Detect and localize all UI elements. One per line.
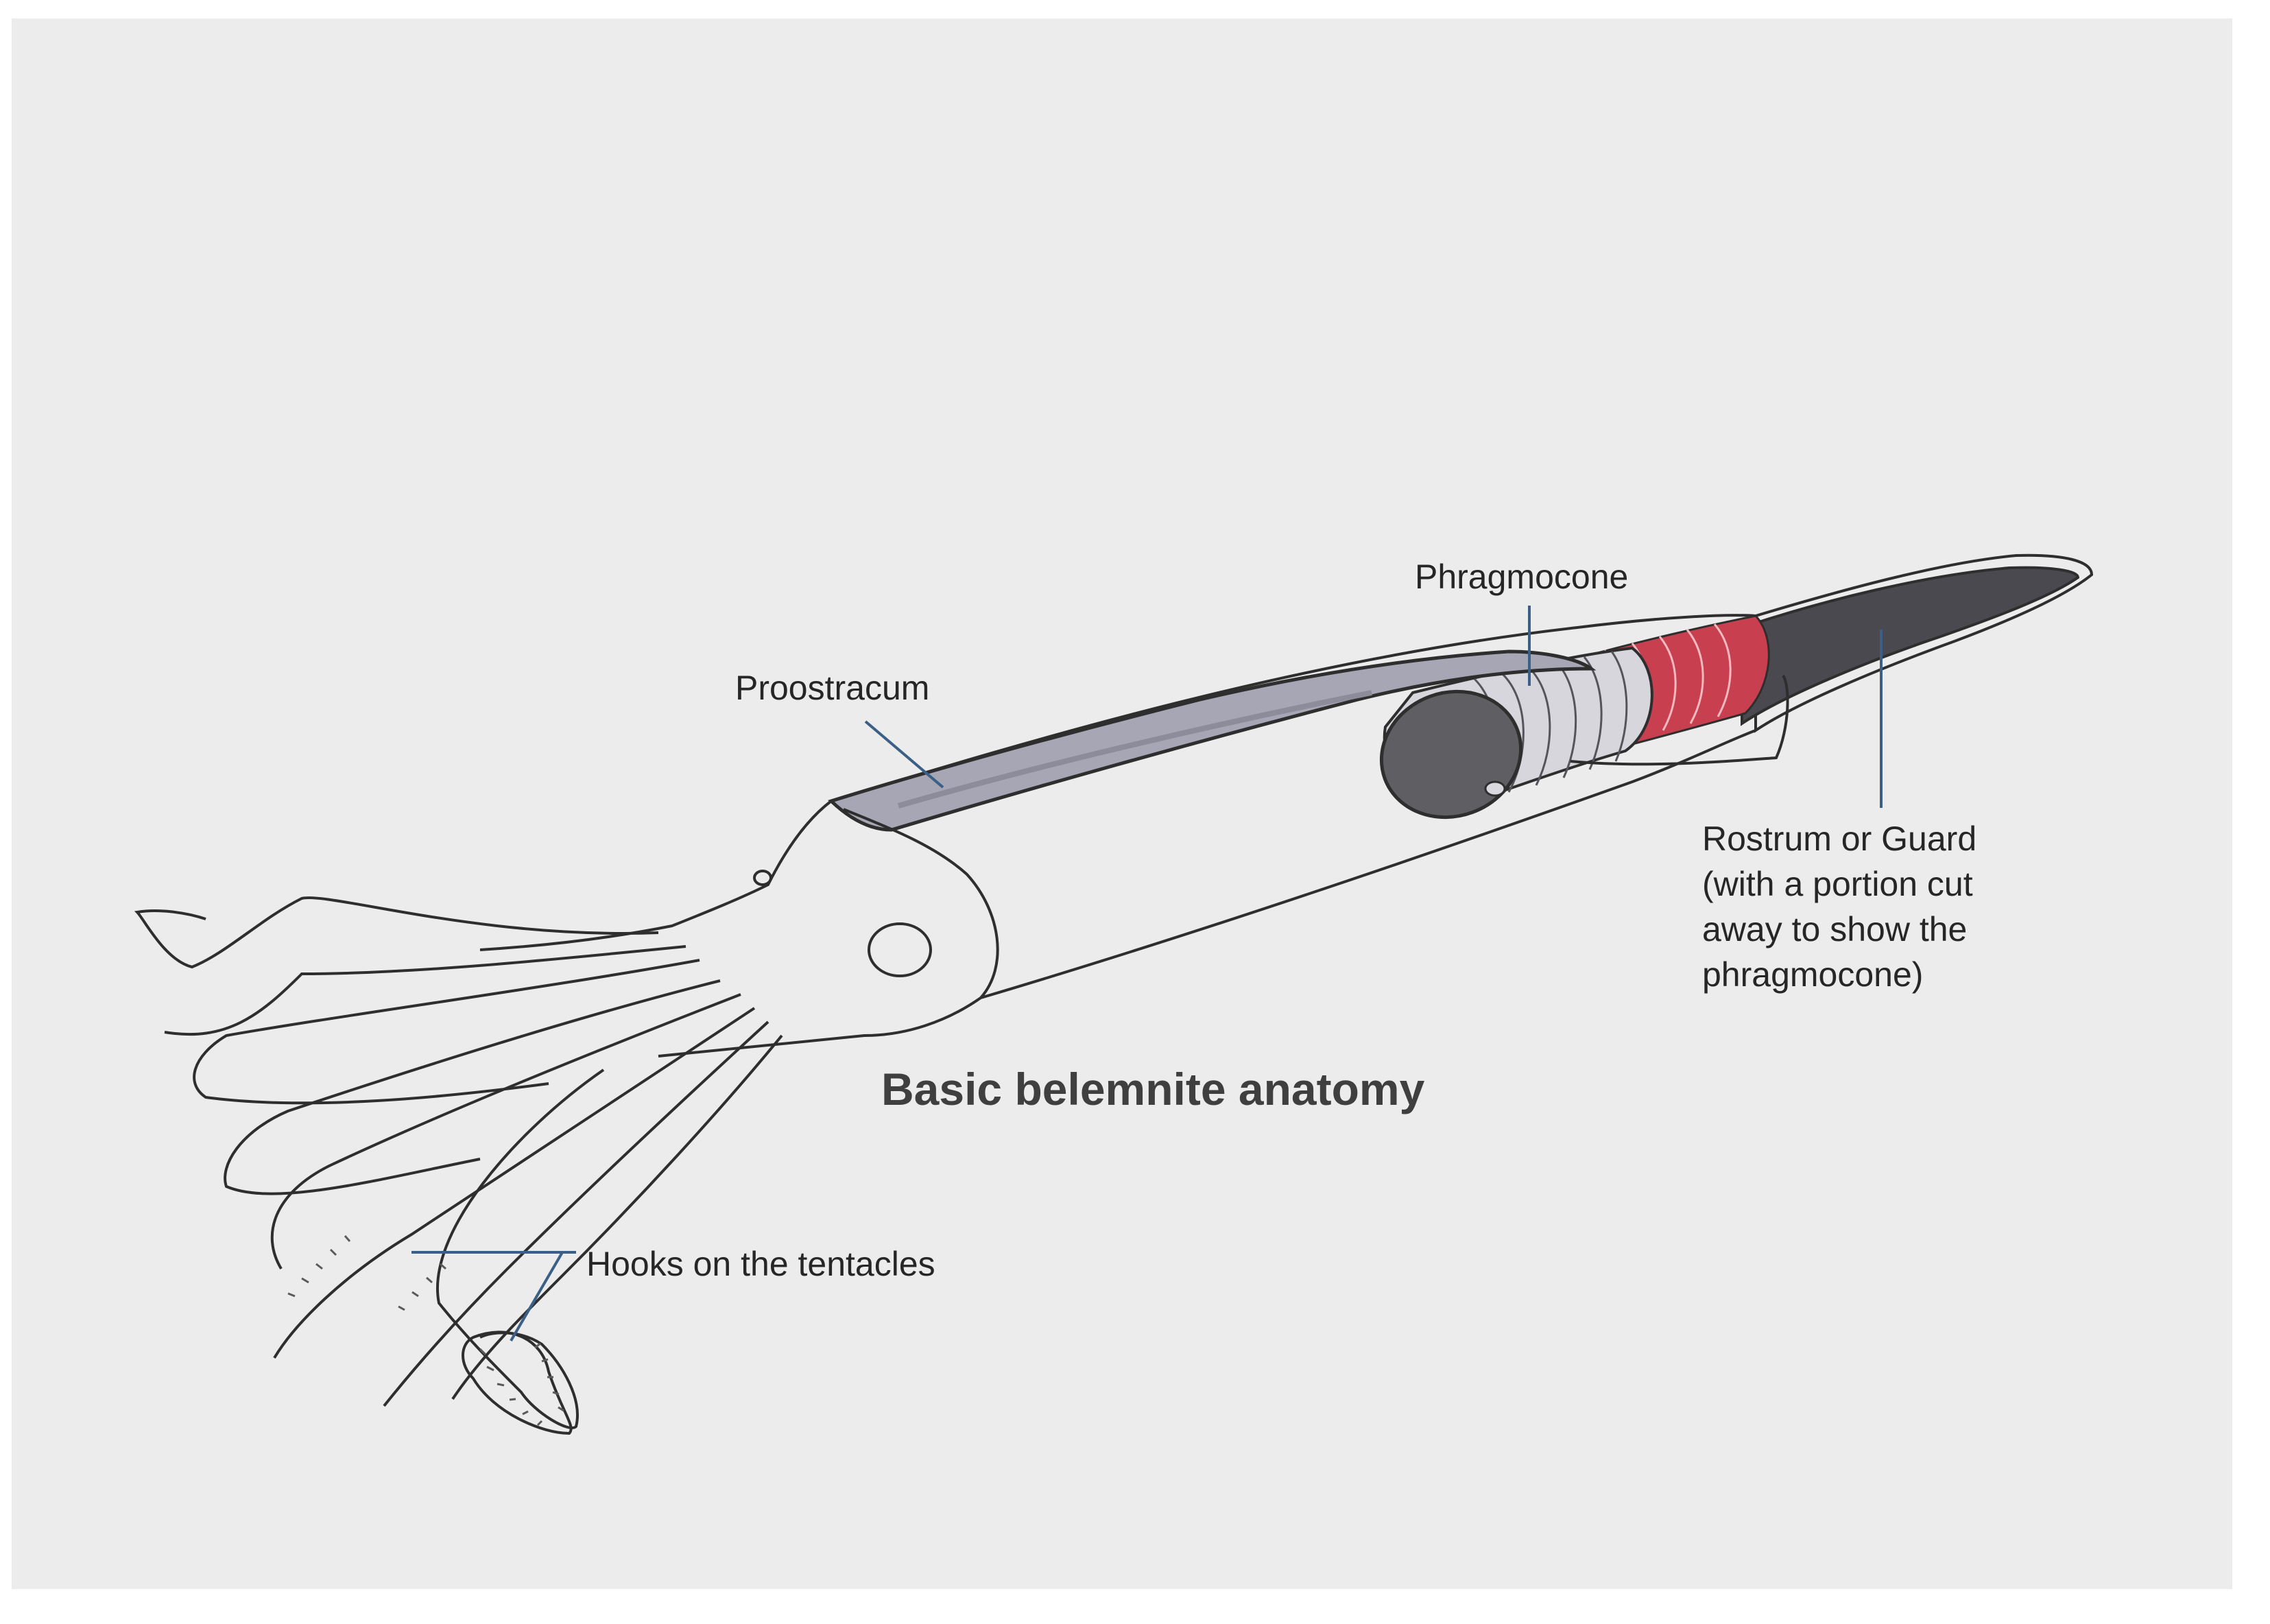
- tentacles: [137, 898, 782, 1433]
- rostrum-label: Rostrum or Guard (with a portion cut awa…: [1702, 816, 1976, 997]
- tentacle-6: [274, 1008, 754, 1358]
- tentacle-3: [194, 960, 700, 1103]
- diagram-caption: Basic belemnite anatomy: [881, 1063, 1424, 1115]
- siphuncle: [1485, 782, 1505, 796]
- rostrum-guard: [1742, 556, 2092, 730]
- rostrum-label-line: phragmocone): [1702, 952, 1976, 997]
- phragmocone-label: Phragmocone: [1415, 554, 1628, 599]
- tentacle-hooks: [288, 1236, 564, 1425]
- rostrum-label-line: Rostrum or Guard: [1702, 816, 1976, 861]
- tentacle-2: [165, 946, 686, 1034]
- tentacle-4: [225, 981, 720, 1194]
- rostrum-label-line: (with a portion cut: [1702, 861, 1976, 907]
- rostrum-label-line: away to show the: [1702, 907, 1976, 952]
- rostrum-body: [1742, 568, 2078, 724]
- eye: [869, 924, 931, 976]
- head-dot: [754, 871, 771, 885]
- hooks-label: Hooks on the tentacles: [586, 1241, 935, 1287]
- proostracum-label: Proostracum: [735, 665, 929, 710]
- head-outline: [480, 801, 831, 950]
- tentacle-5: [272, 994, 741, 1269]
